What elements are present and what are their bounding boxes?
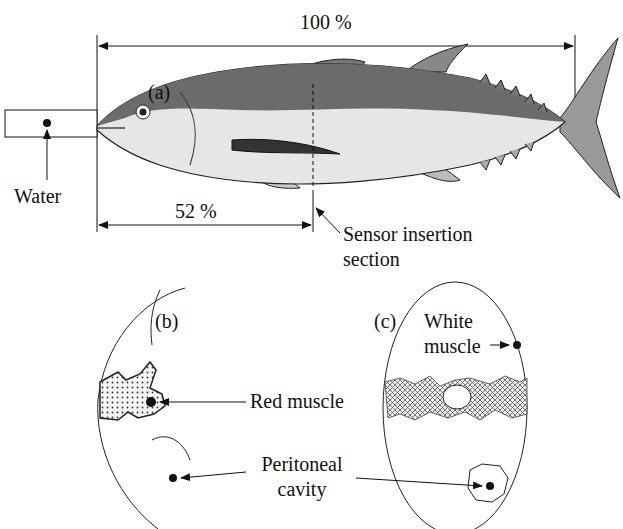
panel-letter: (c) [374, 309, 396, 334]
dimension-label: 100 % [300, 10, 352, 35]
panel-letter: (a) [148, 80, 170, 105]
dimension-label: 52 % [175, 199, 217, 224]
tissue-label: Peritoneal cavity [248, 452, 356, 502]
water-label: Water [14, 184, 61, 209]
tissue-label: White muscle [424, 309, 492, 359]
tissue-label: Red muscle [250, 389, 344, 414]
section-label: Sensor insertion section [343, 222, 493, 272]
panel-letter: (b) [155, 309, 178, 334]
